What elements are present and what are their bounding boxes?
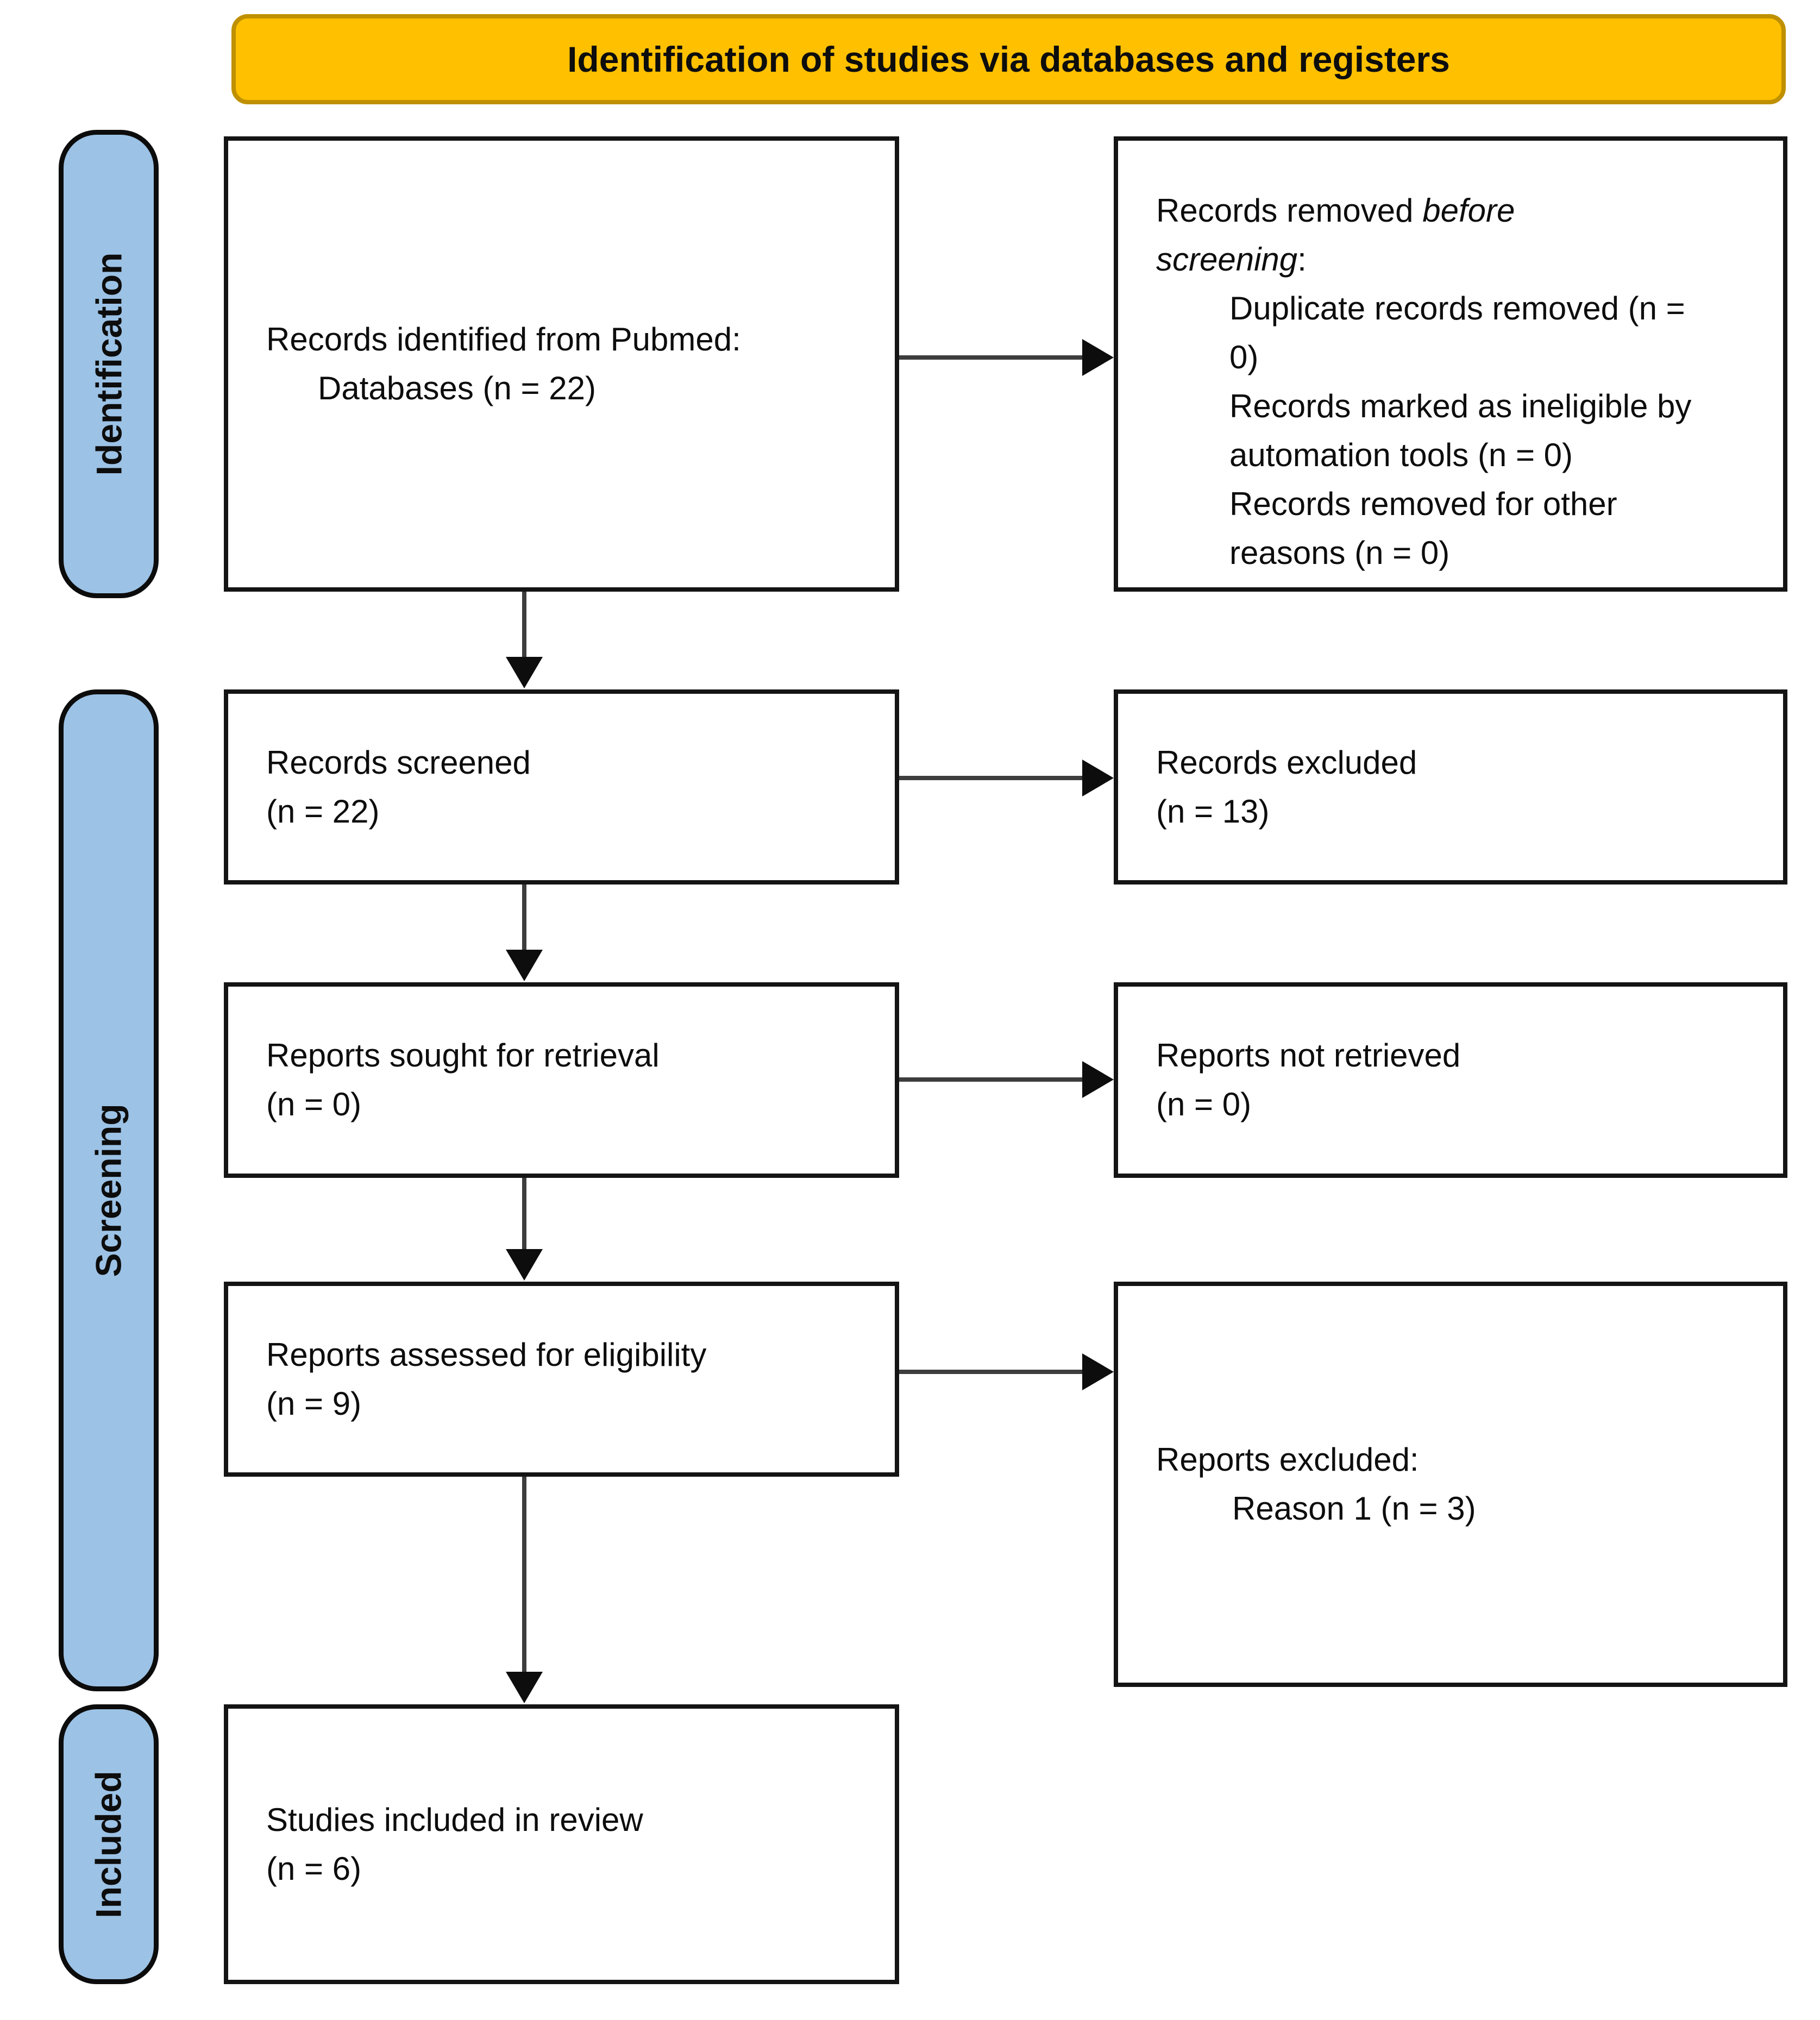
box-reports-sought-line2: (n = 0) — [266, 1086, 362, 1122]
box-reports-not-retrieved-line1: Reports not retrieved — [1156, 1037, 1461, 1074]
box-records-excluded: Records excluded (n = 13) — [1114, 689, 1787, 884]
box-records-screened-line2: (n = 22) — [266, 793, 380, 830]
arrow-line — [522, 592, 526, 660]
stage-label-identification: Identification — [89, 252, 129, 476]
arrow-screened-to-sought — [506, 884, 543, 981]
box-records-identified: Records identified from Pubmed: Database… — [224, 136, 899, 592]
records-removed-suffix: : — [1297, 241, 1307, 278]
stage-pill-included: Included — [59, 1704, 159, 1984]
box-records-removed-heading: Records removed before screening: — [1156, 186, 1607, 284]
box-reports-not-retrieved-line2: (n = 0) — [1156, 1086, 1252, 1122]
arrow-head-right-icon — [1082, 760, 1114, 796]
arrow-head-down-icon — [506, 657, 543, 688]
records-removed-item: Duplicate records removed (n = 0) — [1229, 290, 1685, 375]
box-studies-included-line1: Studies included in review — [266, 1801, 643, 1838]
arrow-line — [899, 355, 1085, 360]
arrow-head-down-icon — [506, 1672, 543, 1703]
box-reports-assessed-line2: (n = 9) — [266, 1385, 362, 1422]
records-removed-prefix: Records removed — [1156, 192, 1423, 229]
box-records-identified-line2: Databases (n = 22) — [318, 370, 596, 406]
box-reports-sought: Reports sought for retrieval (n = 0) — [224, 982, 899, 1178]
arrow-screened-to-excluded — [899, 760, 1114, 796]
records-removed-item: Records marked as ineligible by automati… — [1229, 388, 1692, 473]
arrow-line — [899, 776, 1085, 780]
stage-pill-identification: Identification — [59, 130, 159, 598]
arrow-head-right-icon — [1082, 1061, 1114, 1098]
box-reports-sought-line1: Reports sought for retrieval — [266, 1037, 660, 1074]
arrow-assessed-to-reports-excluded — [899, 1353, 1114, 1390]
arrow-sought-to-not-retrieved — [899, 1061, 1114, 1098]
box-reports-excluded: Reports excluded: Reason 1 (n = 3) — [1114, 1282, 1787, 1687]
box-records-removed: Records removed before screening: Duplic… — [1114, 136, 1787, 592]
box-reports-not-retrieved: Reports not retrieved (n = 0) — [1114, 982, 1787, 1178]
arrow-head-down-icon — [506, 950, 543, 981]
arrow-line — [899, 1370, 1085, 1374]
records-removed-emphasis: before screening — [1156, 192, 1515, 278]
arrow-sought-to-assessed — [506, 1178, 543, 1281]
stage-label-screening: Screening — [89, 1103, 129, 1277]
box-records-identified-line1: Records identified from Pubmed: — [266, 321, 741, 357]
arrow-assessed-to-included — [506, 1477, 543, 1703]
box-records-excluded-line1: Records excluded — [1156, 744, 1417, 781]
stage-label-included: Included — [89, 1770, 129, 1918]
box-reports-excluded-line2: Reason 1 (n = 3) — [1232, 1490, 1476, 1527]
arrow-identified-to-screened — [506, 592, 543, 688]
banner: Identification of studies via databases … — [231, 14, 1786, 104]
arrow-line — [522, 1477, 526, 1675]
box-studies-included: Studies included in review (n = 6) — [224, 1704, 899, 1984]
arrow-identified-to-removed — [899, 339, 1114, 376]
box-records-screened-line1: Records screened — [266, 744, 531, 781]
arrow-line — [899, 1077, 1085, 1082]
box-reports-excluded-line1: Reports excluded: — [1156, 1441, 1419, 1478]
stage-pill-screening: Screening — [59, 689, 159, 1691]
arrow-head-down-icon — [506, 1249, 543, 1281]
arrow-line — [522, 884, 526, 953]
box-records-screened: Records screened (n = 22) — [224, 689, 899, 884]
box-reports-assessed-line1: Reports assessed for eligibility — [266, 1336, 707, 1373]
box-reports-assessed: Reports assessed for eligibility (n = 9) — [224, 1282, 899, 1477]
arrow-head-right-icon — [1082, 339, 1114, 376]
box-records-excluded-line2: (n = 13) — [1156, 793, 1270, 830]
arrow-line — [522, 1178, 526, 1252]
records-removed-item: Records removed for other reasons (n = 0… — [1229, 486, 1617, 571]
banner-title: Identification of studies via databases … — [567, 39, 1450, 79]
arrow-head-right-icon — [1082, 1353, 1114, 1390]
box-studies-included-line2: (n = 6) — [266, 1850, 362, 1887]
